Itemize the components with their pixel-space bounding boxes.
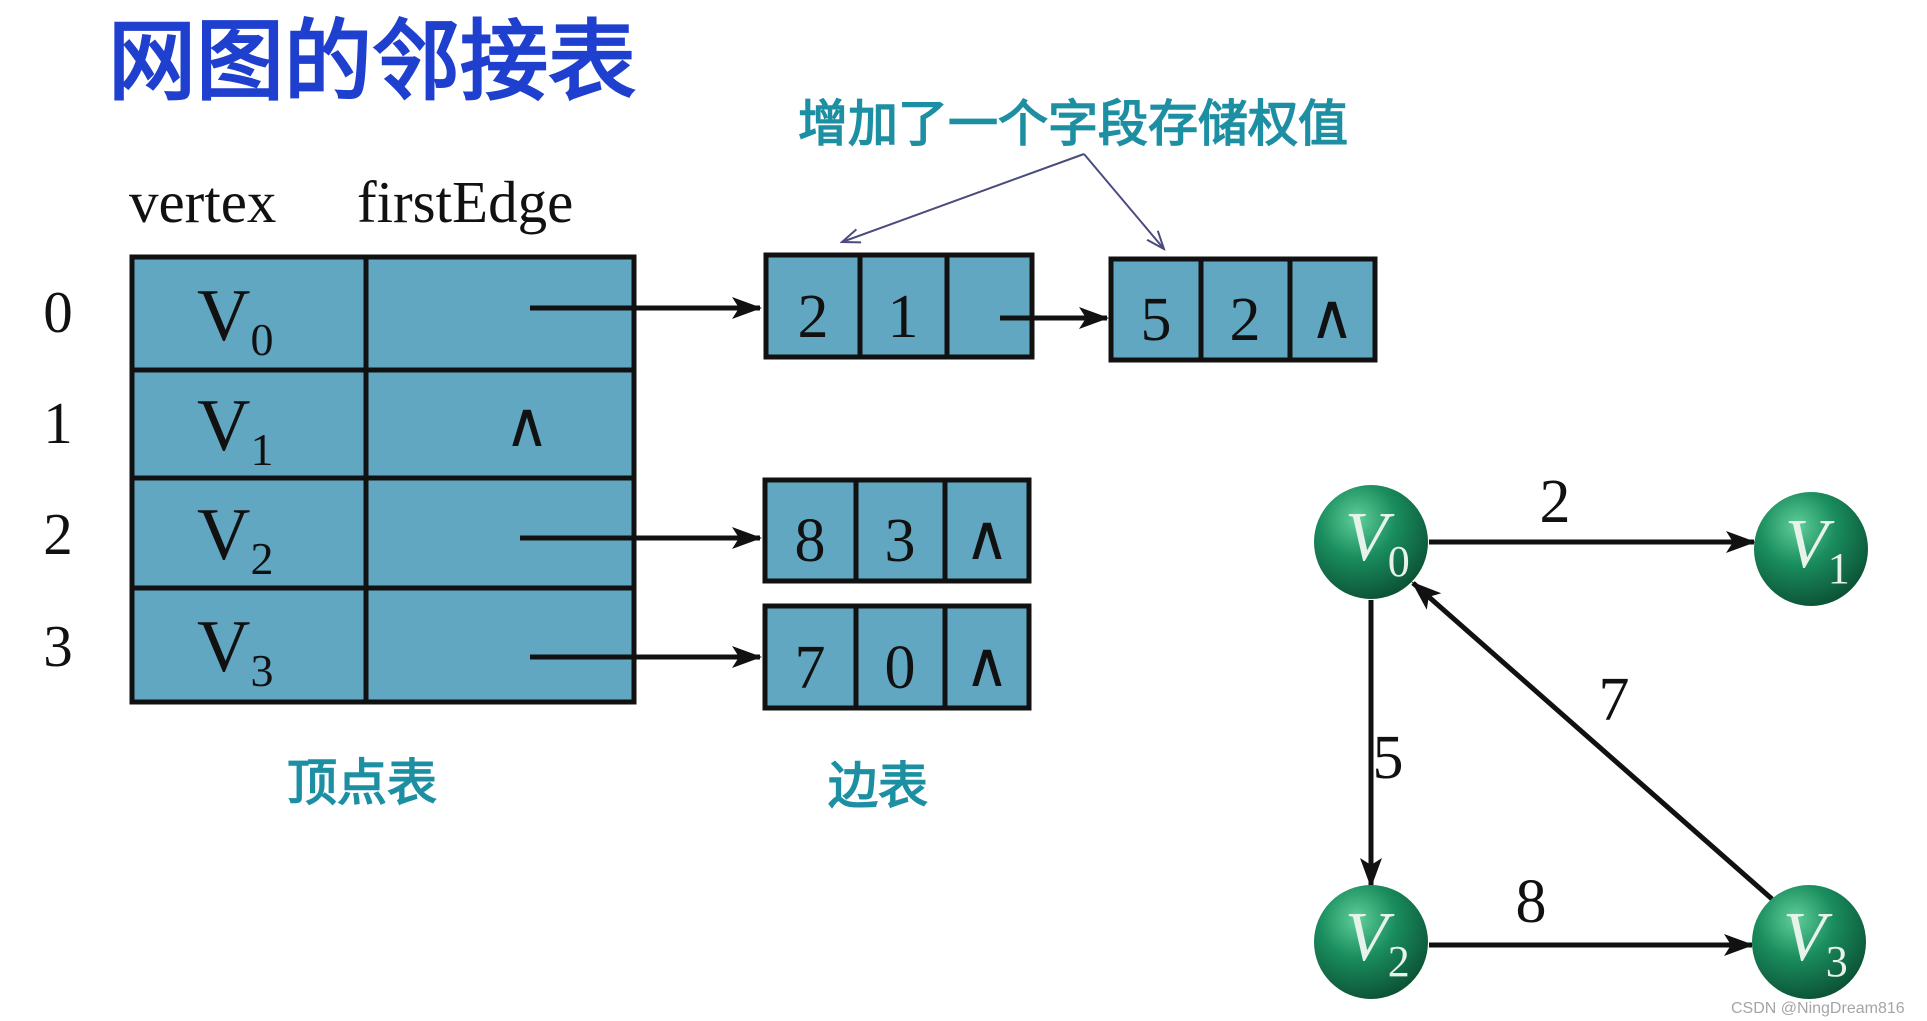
first-edge-cell-2 <box>363 475 637 591</box>
graph-edge-v3-v0 <box>1411 581 1774 901</box>
vertex-label-2: V2 <box>197 494 273 584</box>
edge-next-cell <box>942 477 1032 584</box>
graph-node-label-v3: V3 <box>1783 899 1848 986</box>
graph-node-label-v0: V0 <box>1345 499 1410 586</box>
edge-adjvex-cell <box>853 603 948 711</box>
first-edge-cell-3 <box>363 585 637 705</box>
edge-next-cell <box>1287 256 1378 363</box>
graph-node-label-v1: V1 <box>1785 506 1850 593</box>
header-first-edge: firstEdge <box>357 169 573 235</box>
vertex-label-0: V0 <box>197 275 273 365</box>
graph-node-v2 <box>1314 885 1428 999</box>
edge-weight-cell <box>763 252 863 360</box>
graph-node-v0 <box>1314 485 1428 599</box>
vertex-label-1: V1 <box>197 385 273 475</box>
edge-weight: 2 <box>798 283 829 351</box>
edge-node-0-0: 2 1 <box>763 252 1035 360</box>
row-index-2: 2 <box>43 501 73 567</box>
vertex-table: V0 V1 V2 V3 ∧ <box>129 254 637 705</box>
edge-node-3-0: 7 0 ∧ <box>762 603 1032 711</box>
edge-adjvex: 3 <box>885 507 916 575</box>
edge-weight: 7 <box>795 634 826 702</box>
edge-weight-label: 5 <box>1373 724 1404 792</box>
callout-arrow-weight-1 <box>842 153 1085 242</box>
edge-node-2-0: 8 3 ∧ <box>762 477 1032 584</box>
graph-node-label-v2: V2 <box>1345 899 1410 986</box>
header-vertex: vertex <box>129 169 276 235</box>
edge-weight-label: 8 <box>1516 868 1547 936</box>
edge-weight-cell <box>762 477 859 584</box>
vertex-cell-0 <box>129 254 369 373</box>
edge-table-caption: 边表 <box>828 757 928 815</box>
edge-next-cell <box>942 603 1032 711</box>
row-index-1: 1 <box>43 390 73 456</box>
first-edge-cell-0 <box>363 254 637 373</box>
watermark: CSDN @NingDream816 <box>1731 1000 1905 1017</box>
callout-arrow-weight-2 <box>1083 153 1164 249</box>
edge-next-null: ∧ <box>1309 284 1354 352</box>
graph-node-v1 <box>1754 492 1868 606</box>
edge-next-null: ∧ <box>964 505 1009 573</box>
edge-next-cell <box>944 252 1035 360</box>
edge-next-null: ∧ <box>964 632 1009 700</box>
edge-adjvex: 2 <box>1230 286 1261 354</box>
page-title: 网图的邻接表 <box>108 10 636 113</box>
vertex-label-3: V3 <box>197 606 273 696</box>
vertex-table-caption: 顶点表 <box>287 754 437 812</box>
weighted-digraph: 2 5 8 7 V0 V1 V2 V3 <box>1314 468 1868 999</box>
null-pointer-1: ∧ <box>504 392 549 460</box>
edge-weight: 8 <box>795 507 826 575</box>
graph-node-v3 <box>1752 885 1866 999</box>
edge-adjvex: 1 <box>888 283 919 351</box>
edge-weight: 5 <box>1141 286 1172 354</box>
weight-field-annotation: 增加了一个字段存储权值 <box>798 95 1348 153</box>
edge-adjvex-cell <box>853 477 948 584</box>
edge-node-0-1: 5 2 ∧ <box>1108 256 1378 363</box>
first-edge-cell-1 <box>363 367 637 481</box>
edge-weight-label: 7 <box>1599 666 1630 734</box>
edge-weight-label: 2 <box>1540 468 1571 536</box>
edge-adjvex: 0 <box>885 634 916 702</box>
row-index-0: 0 <box>43 279 73 345</box>
row-index-3: 3 <box>43 613 73 679</box>
